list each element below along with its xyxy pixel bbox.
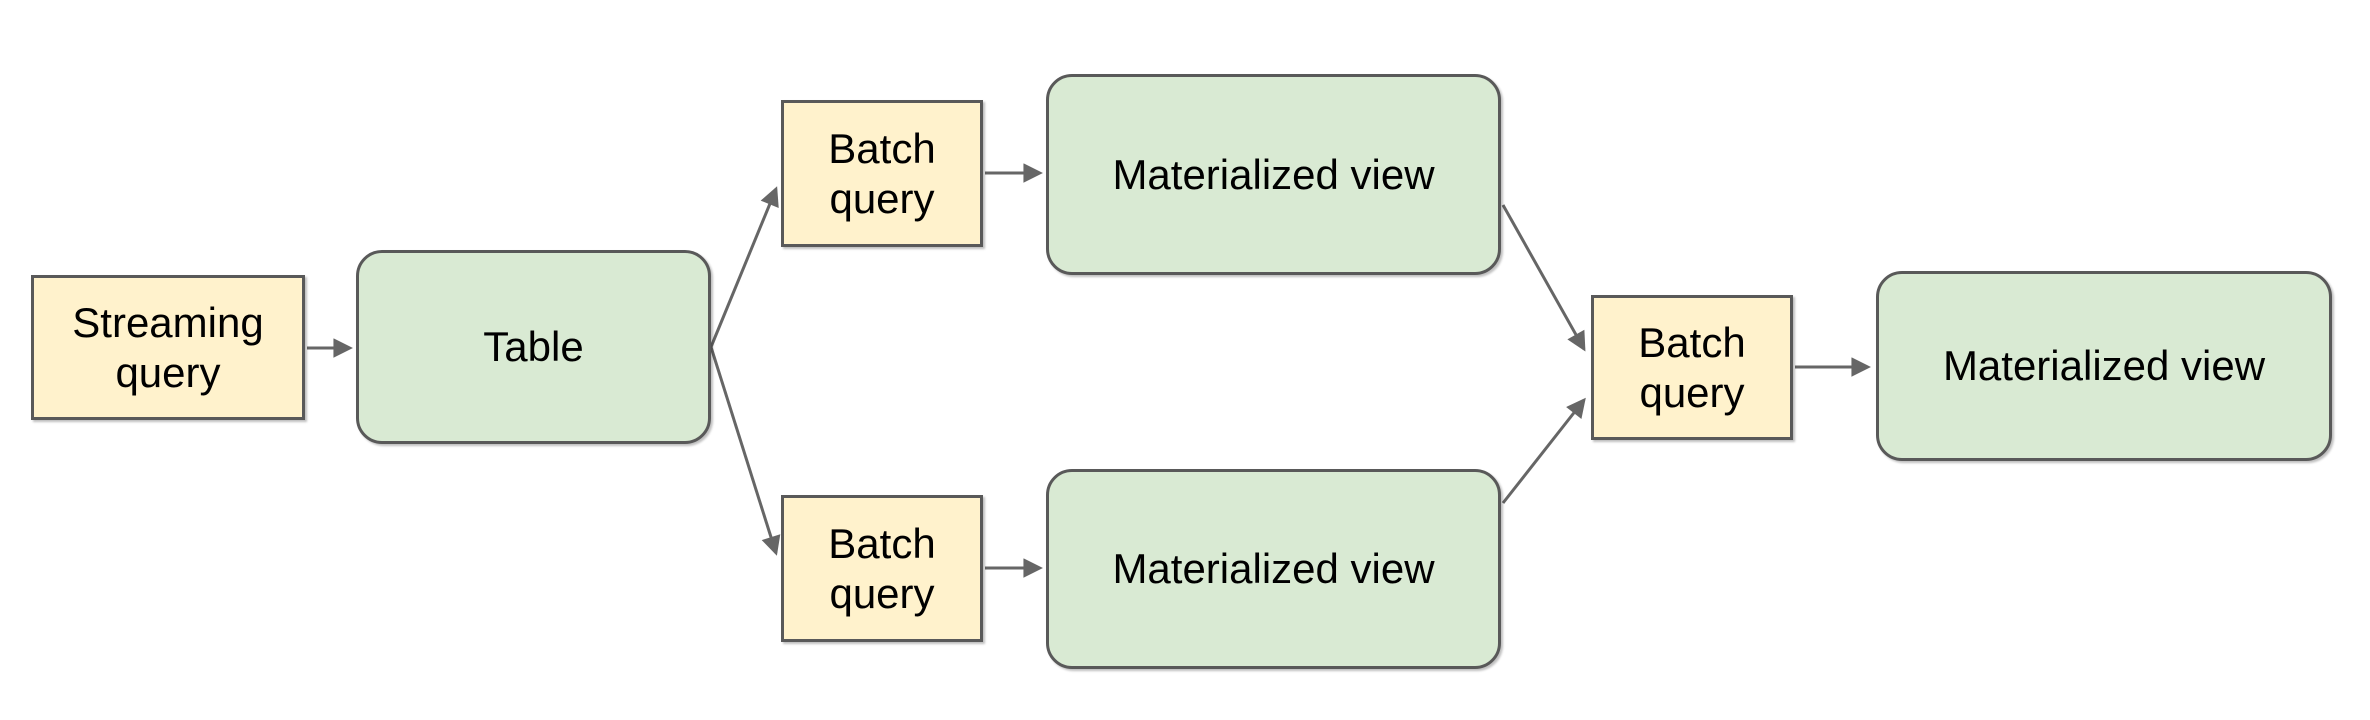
node-batch-query-right: Batch query [1591, 295, 1793, 440]
node-materialized-view-final-label: Materialized view [1942, 342, 2266, 390]
node-table-label: Table [483, 323, 584, 371]
edge-materialized-view-bottom-to-batch-query-right [1501, 397, 1586, 504]
node-table: Table [356, 250, 711, 444]
node-materialized-view-bottom: Materialized view [1046, 469, 1501, 669]
node-batch-query-right-label: Batch query [1638, 318, 1746, 416]
node-batch-query-bottom: Batch query [781, 495, 983, 642]
edge-table-to-batch-query-bottom [709, 346, 781, 556]
node-materialized-view-bottom-label: Materialized view [1112, 545, 1435, 593]
edge-materialized-view-top-to-batch-query-right [1501, 204, 1586, 352]
node-batch-query-top-label: Batch query [828, 124, 936, 222]
node-materialized-view-top-label: Materialized view [1112, 150, 1435, 198]
node-streaming-query: Streaming query [31, 275, 305, 420]
node-batch-query-bottom-label: Batch query [828, 519, 936, 617]
node-materialized-view-top: Materialized view [1046, 74, 1501, 275]
node-streaming-query-label: Streaming query [72, 298, 264, 396]
node-materialized-view-final: Materialized view [1876, 271, 2332, 461]
edge-table-to-batch-query-top [709, 186, 779, 348]
node-batch-query-top: Batch query [781, 100, 983, 247]
